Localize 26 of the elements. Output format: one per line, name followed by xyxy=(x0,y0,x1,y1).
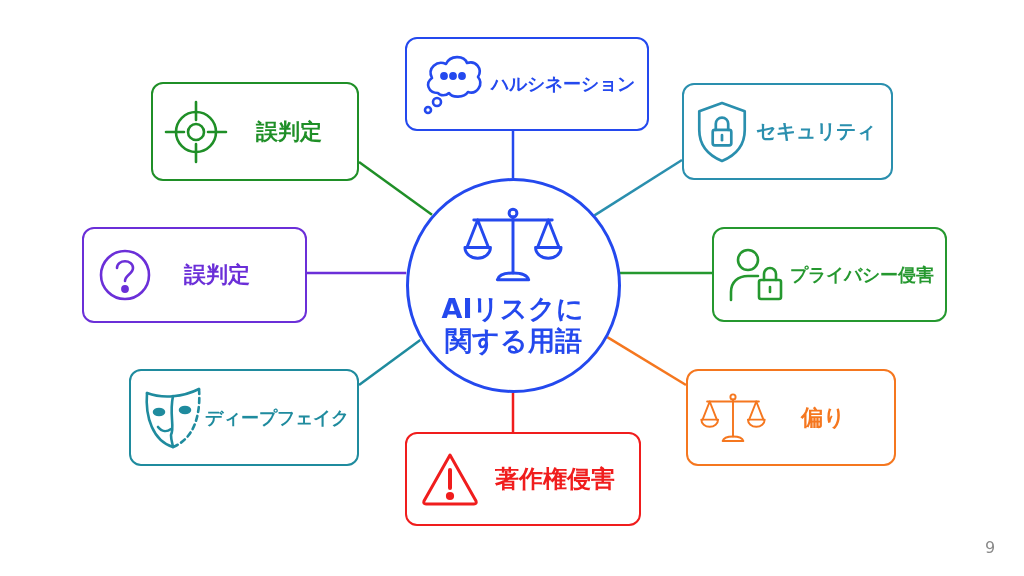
page-number: 9 xyxy=(985,538,996,557)
connector-line xyxy=(511,131,515,178)
term-box xyxy=(151,82,359,181)
term-box xyxy=(405,432,641,526)
term-label: 偏り xyxy=(799,403,847,432)
connector-line xyxy=(606,336,687,387)
term-label: 著作権侵害 xyxy=(494,464,616,495)
term-box xyxy=(712,227,947,322)
term-box xyxy=(405,37,649,131)
term-label: ディープフェイク xyxy=(204,405,350,430)
connector-line xyxy=(619,271,712,275)
hub-title: AIリスクに関する用語 xyxy=(440,293,586,357)
connector-line xyxy=(358,338,421,386)
term-box xyxy=(686,369,896,466)
connector-line xyxy=(307,271,407,275)
term-box xyxy=(129,369,359,466)
term-label: 誤判定 xyxy=(255,117,323,146)
term-label: 誤判定 xyxy=(182,261,251,289)
term-label: ハルシネーション xyxy=(489,72,636,96)
connector-line xyxy=(358,161,433,216)
term-label: セキュリティ xyxy=(755,118,877,145)
term-box xyxy=(82,227,307,323)
term-label: プライバシー侵害 xyxy=(788,262,935,287)
connector-line xyxy=(593,158,683,217)
connector-line xyxy=(511,393,515,432)
term-box xyxy=(682,83,893,180)
